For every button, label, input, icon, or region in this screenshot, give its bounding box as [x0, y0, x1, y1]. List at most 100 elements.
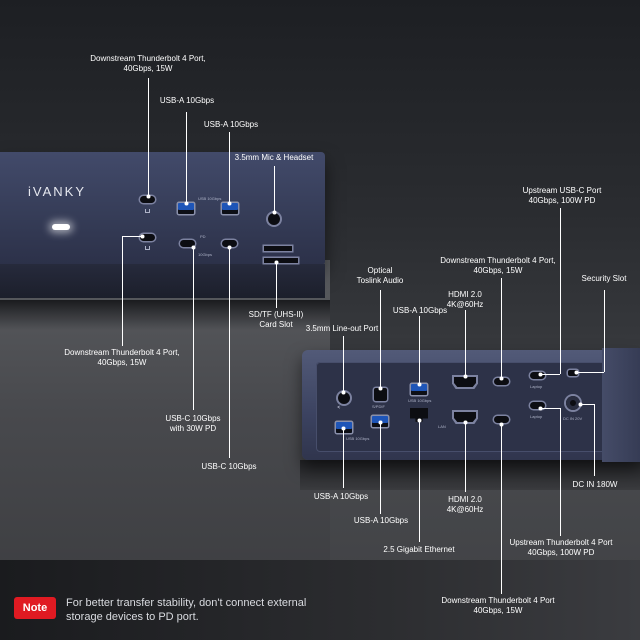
callout-dot: [417, 418, 422, 423]
label-front-tb4-top: Downstream Thunderbolt 4 Port,40Gbps, 15…: [90, 54, 206, 73]
brand-logo: iVANKY: [28, 184, 86, 199]
label-front-tb4-bottom: Downstream Thunderbolt 4 Port,40Gbps, 15…: [64, 348, 180, 367]
backdrop-shelf-shadow: [0, 300, 330, 330]
callout-dot: [538, 372, 543, 377]
rear-ethernet-port: [410, 408, 428, 422]
rear-hdmi-port-top-inner: [454, 377, 476, 387]
rear-optical-port: [374, 388, 387, 401]
usb-10gbps-silkscreen-rear: USB 10Gbps: [408, 398, 432, 403]
callout-dot: [417, 382, 422, 387]
callout-line: [193, 248, 194, 410]
callout-dot: [341, 426, 346, 431]
callout-dot: [499, 422, 504, 427]
callout-line: [594, 404, 595, 476]
callout-line: [501, 424, 502, 594]
callout-line: [343, 428, 344, 488]
callout-dot: [463, 420, 468, 425]
rear-tb4-port-bottom: [494, 416, 509, 423]
label-rear-usba-bottom-1: USB-A 10Gbps: [313, 492, 369, 501]
callout-line: [276, 262, 277, 308]
label-rear-security: Security Slot: [581, 274, 627, 283]
label-rear-usba-bottom-2: USB-A 10Gbps: [353, 516, 409, 525]
label-rear-usba-top: USB-A 10Gbps: [392, 306, 448, 315]
dock-front-view: [0, 152, 325, 264]
callout-dot: [184, 201, 189, 206]
callout-dot: [146, 194, 151, 199]
front-usbc-pd-port: [180, 240, 195, 247]
callout-dot: [191, 245, 196, 250]
front-mic-jack: [268, 213, 280, 225]
backdrop-floor: [0, 560, 640, 640]
rear-tb4-port-top: [494, 378, 509, 385]
callout-dot: [538, 406, 543, 411]
rear-dc-in-port: [566, 396, 580, 410]
dock-front-base: [0, 264, 325, 298]
label-front-usba-1: USB-A 10Gbps: [159, 96, 215, 105]
label-front-mic: 3.5mm Mic & Headset: [234, 153, 314, 162]
label-front-usba-2: USB-A 10Gbps: [203, 120, 259, 129]
power-led: [52, 224, 70, 230]
callout-line: [419, 316, 420, 384]
front-sd-slot: [264, 246, 292, 251]
front-usbc-port: [222, 240, 237, 247]
front-usba-port-2: [222, 203, 238, 214]
callout-line: [501, 278, 502, 378]
callout-dot: [227, 201, 232, 206]
spdif-silkscreen: S/PDIF: [372, 404, 385, 409]
callout-line: [540, 374, 560, 375]
callout-line: [419, 420, 420, 542]
callout-line: [274, 166, 275, 212]
rear-hdmi-port-bottom-inner: [454, 412, 476, 422]
label-rear-tb4-top: Downstream Thunderbolt 4 Port,40Gbps, 15…: [440, 256, 556, 275]
laptop-silkscreen-2: Laptop: [530, 414, 543, 419]
callout-line: [465, 310, 466, 376]
callout-dot: [378, 420, 383, 425]
rear-upstream-port-bottom: [530, 402, 545, 409]
dock-rear-side: [602, 348, 640, 462]
callout-line: [186, 112, 187, 202]
callout-line: [229, 248, 230, 458]
lan-silkscreen: LAN: [438, 424, 446, 429]
callout-line: [560, 208, 561, 374]
callout-dot: [272, 210, 277, 215]
10gbps-silkscreen: 10Gbps: [198, 252, 213, 257]
callout-dot: [574, 370, 579, 375]
callout-dot: [499, 376, 504, 381]
callout-line: [576, 372, 604, 373]
note-badge: Note: [14, 597, 56, 619]
callout-line: [465, 422, 466, 492]
front-usba-port-1: [178, 203, 194, 214]
callout-line: [580, 404, 594, 405]
callout-dot: [341, 390, 346, 395]
dcin-silkscreen: DC IN 20V: [563, 416, 583, 421]
front-tb4-port-bottom: [140, 234, 155, 241]
callout-line: [380, 422, 381, 514]
label-rear-ethernet: 2.5 Gigabit Ethernet: [383, 545, 455, 554]
callout-dot: [463, 374, 468, 379]
note-line: storage devices to PD port.: [66, 611, 199, 623]
callout-line: [380, 290, 381, 388]
rear-upstream-port-top: [530, 372, 545, 379]
callout-line: [343, 336, 344, 392]
note-line: For better transfer stability, don't con…: [66, 597, 307, 609]
callout-dot: [274, 260, 279, 265]
callout-line: [122, 236, 123, 346]
label-front-sd: SD/TF (UHS-II)Card Slot: [248, 310, 304, 329]
callout-line: [122, 236, 142, 237]
front-tb4-port-top: [140, 196, 155, 203]
callout-line: [229, 132, 230, 202]
callout-dot: [140, 234, 145, 239]
callout-dot: [378, 386, 383, 391]
label-rear-dcin: DC IN 180W: [572, 480, 618, 489]
thunderbolt-icon: [145, 246, 150, 250]
callout-line: [604, 290, 605, 372]
label-rear-lineout: 3.5mm Line-out Port: [305, 324, 379, 333]
rear-usba-port-top: [411, 384, 427, 395]
rear-lineout-jack: [338, 392, 350, 404]
